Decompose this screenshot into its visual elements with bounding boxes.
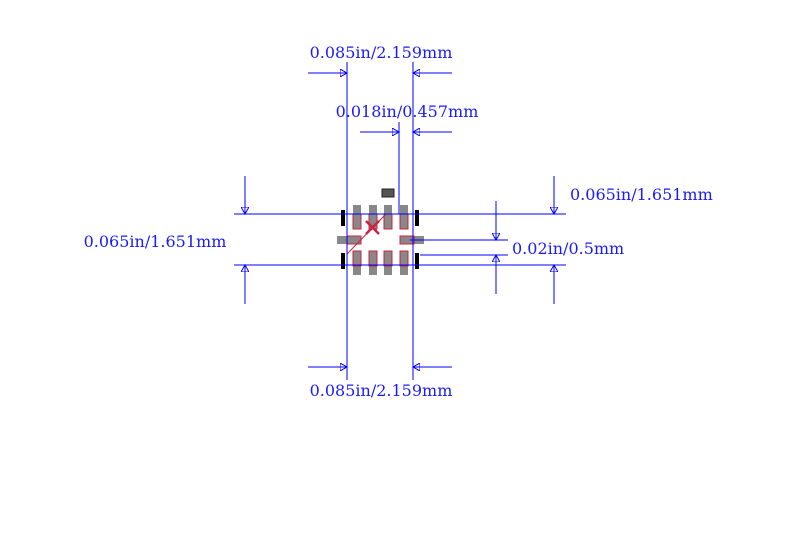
- top-width-label: 0.085in/2.159mm: [310, 43, 453, 62]
- top-pads: [353, 205, 408, 229]
- dimension-lines: [234, 62, 566, 380]
- pitch-label: 0.02in/0.5mm: [512, 239, 624, 258]
- origin-cross-icon: [365, 220, 380, 235]
- pin1-marker: [381, 188, 395, 198]
- corner-markers: [341, 210, 419, 269]
- pad-width-label: 0.018in/0.457mm: [336, 102, 479, 121]
- bottom-pads: [353, 251, 408, 275]
- right-height-label: 0.065in/1.651mm: [570, 185, 713, 204]
- left-height-label: 0.065in/1.651mm: [84, 232, 227, 251]
- bottom-width-label: 0.085in/2.159mm: [310, 381, 453, 400]
- left-pad: [337, 236, 361, 244]
- footprint: [337, 188, 424, 275]
